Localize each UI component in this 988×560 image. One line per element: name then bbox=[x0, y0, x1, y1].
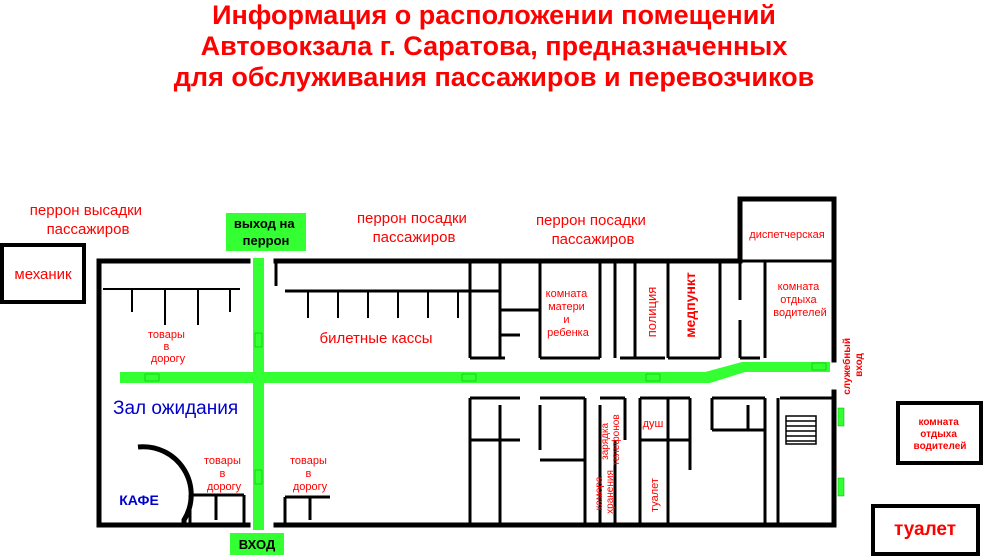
cafe-wall bbox=[137, 444, 194, 525]
medical-label: медпункт bbox=[682, 272, 698, 338]
mechanic-label: механик bbox=[14, 266, 72, 283]
staircase bbox=[785, 415, 817, 445]
title-line-1: Информация о расположении помещений bbox=[212, 0, 776, 30]
service-entrance-label: служебный вход bbox=[841, 335, 865, 395]
page-title: Информация о расположении помещений Авто… bbox=[0, 0, 988, 93]
platform-boarding-1-label: перрон посадки пассажиров bbox=[357, 210, 471, 246]
police-label: полиция bbox=[644, 287, 659, 338]
toilet-outside-label: туалет bbox=[894, 519, 956, 540]
interior-walls bbox=[188, 261, 834, 525]
stall-lines bbox=[103, 288, 459, 325]
title-line-2: Автовокзала г. Саратова, предназначенных bbox=[200, 31, 788, 61]
exit-to-platform-label: выход на перрон bbox=[234, 216, 298, 248]
drivers-rest-inside-label: комната отдыха водителей bbox=[773, 281, 827, 319]
exit-to-platform-bg bbox=[226, 213, 306, 251]
goods-bottom-right-label: товары в дорогу bbox=[290, 455, 330, 493]
platform-dropoff-label: перрон высадки пассажиров bbox=[30, 202, 146, 238]
exit-signs bbox=[144, 332, 845, 497]
goods-top-label: товары в дорогу bbox=[148, 329, 188, 365]
storage-label: камера хранения bbox=[594, 470, 616, 514]
title-line-3: для обслуживания пассажиров и перевозчик… bbox=[173, 62, 815, 92]
entrance-label: ВХОД bbox=[239, 537, 276, 552]
goods-bottom-left-label: товары в дорогу bbox=[204, 455, 244, 493]
platform-boarding-2-label: перрон посадки пассажиров bbox=[536, 212, 650, 248]
evacuation-route bbox=[120, 258, 830, 530]
toilet-inside-label: туалет bbox=[649, 478, 661, 512]
dispatcher-label: диспетчерская bbox=[749, 229, 824, 241]
phone-charging-label: зарядка телефонов bbox=[600, 414, 622, 465]
drivers-rest-outside-box bbox=[896, 401, 983, 465]
shower-label: душ bbox=[643, 418, 664, 430]
waiting-hall-label: Зал ожидания bbox=[113, 398, 238, 419]
entrance-bg bbox=[230, 533, 284, 555]
drivers-rest-outside-label: комната отдыха водителей bbox=[914, 417, 967, 452]
mother-child-room-label: комната матери и ребенка bbox=[546, 288, 591, 339]
toilet-outside-box bbox=[871, 504, 980, 556]
mechanic-box bbox=[0, 243, 86, 304]
ticket-offices-label: билетные кассы bbox=[319, 330, 432, 347]
outer-walls bbox=[96, 196, 837, 528]
cafe-label: КАФЕ bbox=[119, 492, 159, 508]
